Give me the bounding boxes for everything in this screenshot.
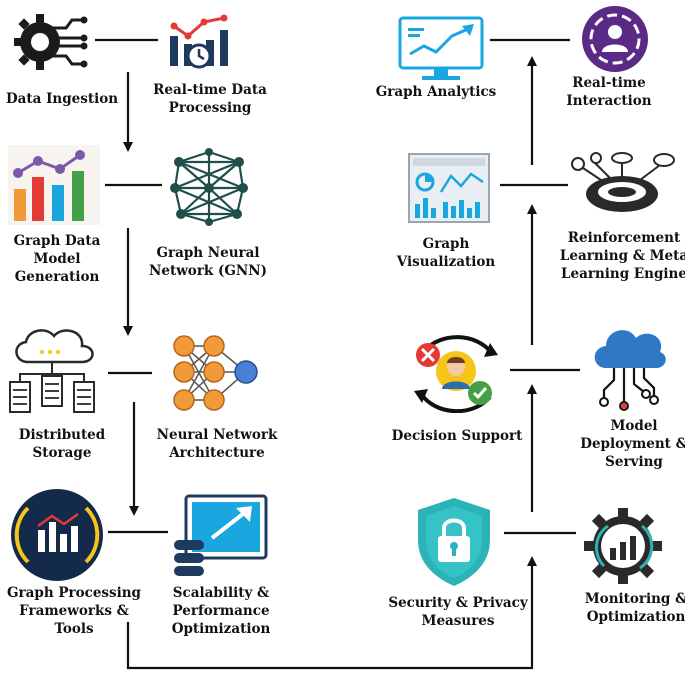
label-line: Graph Analytics — [375, 84, 497, 100]
label-line: Model — [610, 418, 658, 434]
label-line: Model — [33, 251, 81, 267]
label-line: Neural Network — [156, 427, 278, 443]
decision-person-icon — [414, 335, 498, 413]
gear-chart-icon — [584, 508, 662, 584]
label-decision-support: Decision Support — [392, 427, 523, 445]
network-graph-icon — [170, 148, 248, 226]
label-line: Storage — [32, 445, 92, 461]
label-line: Processing — [168, 100, 252, 116]
label-line: Learning Engine — [561, 266, 685, 282]
label-line: Serving — [605, 454, 663, 470]
label-monitoring: Monitoring & Optimization — [585, 590, 685, 626]
scale-arrow-icon — [174, 494, 268, 576]
label-line: Network (GNN) — [149, 263, 267, 279]
label-line: Graph — [422, 236, 470, 252]
label-line: Graph Neural — [156, 245, 260, 261]
label-line: Measures — [421, 613, 495, 629]
label-line: Tools — [54, 621, 94, 637]
label-line: Optimization — [586, 609, 685, 625]
bar-chart-clock-icon — [170, 14, 228, 69]
bottom-route — [126, 556, 537, 670]
label-line: Deployment & — [580, 436, 685, 452]
label-line: Graph Data — [13, 233, 101, 249]
label-graph-analytics: Graph Analytics — [376, 83, 497, 101]
bar-line-chart-icon — [8, 145, 100, 225]
neural-network-icon — [173, 335, 258, 411]
dashboard-panel-icon — [408, 153, 490, 223]
shield-lock-icon — [418, 498, 490, 586]
label-line: Data Ingestion — [5, 91, 119, 107]
label-line: Monitoring & — [584, 591, 685, 607]
label-data-ingestion: Data Ingestion — [6, 90, 118, 108]
label-line: Performance — [172, 603, 270, 619]
monitor-analytics-icon — [398, 16, 484, 80]
label-line: Scalability & — [172, 585, 270, 601]
label-line: Optimization — [171, 621, 271, 637]
label-line: Reinforcement — [567, 230, 681, 246]
label-line: Interaction — [566, 93, 652, 109]
label-line: Visualization — [396, 254, 496, 270]
label-line: Generation — [14, 269, 100, 285]
chart-circle-icon — [11, 489, 103, 581]
gear-circuit-icon — [14, 14, 88, 70]
label-line: Frameworks & — [19, 603, 129, 619]
cloud-network-icon — [594, 330, 666, 411]
label-line: Graph Processing — [6, 585, 142, 601]
label-line: Security & Privacy — [388, 595, 528, 611]
label-line: Decision Support — [391, 428, 523, 444]
user-gear-icon — [582, 6, 648, 72]
label-line: Learning & Meta — [559, 248, 685, 264]
gear-brain-icon — [571, 152, 675, 212]
label-line: Architecture — [169, 445, 265, 461]
cloud-servers-icon — [9, 329, 95, 413]
label-line: Real-time Data — [153, 82, 267, 98]
label-line: Distributed — [18, 427, 106, 443]
label-line: Real-time — [572, 75, 646, 91]
